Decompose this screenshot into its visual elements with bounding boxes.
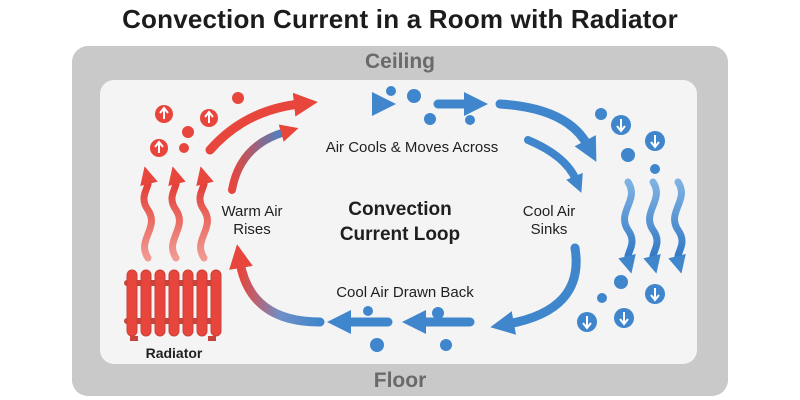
cool-wave-icon — [618, 178, 636, 274]
right-label-line1: Cool Air — [523, 203, 576, 220]
warm-particles — [150, 92, 244, 157]
cool-wave-icon — [668, 178, 686, 274]
radiator-icon — [124, 269, 222, 341]
right-label-line2: Sinks — [531, 221, 568, 238]
warm-dot — [179, 143, 189, 153]
warm-rise-arrow — [205, 92, 318, 155]
bottom-particles — [363, 306, 452, 352]
cool-wave-icon — [643, 178, 661, 274]
ceiling-label: Ceiling — [364, 50, 435, 73]
diagram-title: Convection Current in a Room with Radiat… — [122, 4, 678, 34]
cool-particles-right — [577, 108, 665, 332]
heat-wave-icon — [140, 166, 158, 262]
center-label-line1: Convection — [348, 199, 451, 220]
top-flow-label: Air Cools & Moves Across — [326, 139, 499, 156]
top-particles — [386, 86, 475, 125]
right-sink-arrow-upper — [495, 99, 597, 162]
cool-waves — [618, 178, 686, 274]
right-sink-arrow-mid — [524, 136, 583, 193]
bottom-return-arrow — [229, 244, 325, 327]
right-return-arrow — [490, 243, 581, 335]
heat-wave-icon — [168, 166, 186, 262]
left-label-line2: Rises — [233, 221, 271, 238]
bottom-flow-label: Cool Air Drawn Back — [336, 284, 474, 301]
heat-wave-icon — [196, 166, 214, 262]
radiator-label: Radiator — [146, 345, 203, 361]
floor-label: Floor — [373, 369, 427, 392]
center-label-line2: Current Loop — [340, 224, 460, 245]
inner-rise-arrow — [228, 124, 299, 194]
warm-dot — [182, 126, 194, 138]
left-label-line1: Warm Air — [221, 203, 282, 220]
warm-dot — [232, 92, 244, 104]
heat-waves — [140, 166, 214, 262]
